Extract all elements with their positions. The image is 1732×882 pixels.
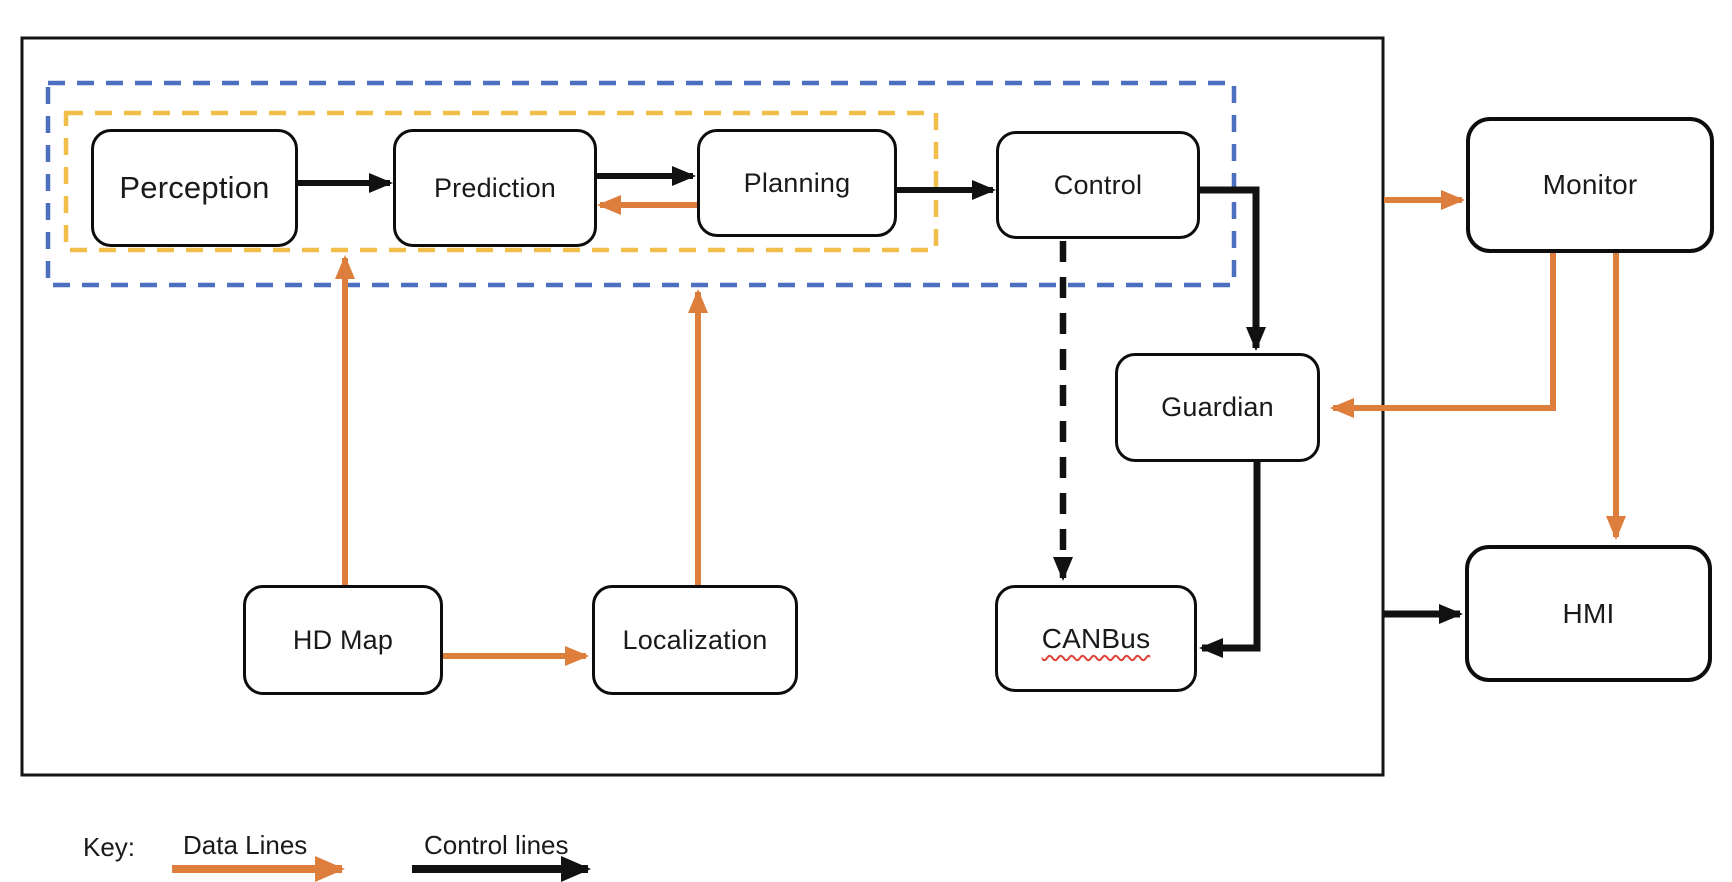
- node-guardian-label: Guardian: [1161, 392, 1274, 422]
- node-monitor: Monitor: [1466, 117, 1714, 253]
- legend-control-lines-label: Control lines: [424, 830, 569, 860]
- node-localization-label: Localization: [622, 624, 768, 655]
- node-prediction: Prediction: [393, 129, 597, 247]
- node-prediction-label: Prediction: [433, 172, 557, 203]
- node-hd-map: HD Map: [243, 585, 443, 695]
- legend-data-lines-label: Data Lines: [183, 830, 308, 860]
- node-perception: Perception: [91, 129, 298, 247]
- node-control: Control: [996, 131, 1200, 239]
- node-monitor-label: Monitor: [1542, 169, 1638, 200]
- node-planning: Planning: [697, 129, 897, 237]
- arrow-monitor-to-guardian: [1330, 253, 1556, 418]
- arrow-guardian-to-canbus: [1199, 460, 1261, 658]
- node-canbus-label: CANBus: [1041, 622, 1151, 654]
- node-localization: Localization: [592, 585, 798, 695]
- node-hd-map-label: HD Map: [292, 624, 394, 655]
- node-guardian: Guardian: [1115, 353, 1320, 462]
- legend-title: Key:: [83, 832, 136, 862]
- node-hmi: HMI: [1465, 545, 1712, 682]
- node-hmi-label: HMI: [1562, 597, 1615, 629]
- node-canbus: CANBus: [995, 585, 1197, 692]
- node-planning-label: Planning: [743, 167, 851, 198]
- node-perception-label: Perception: [119, 170, 270, 205]
- node-control-label: Control: [1053, 169, 1143, 200]
- arrow-control-to-guardian: [1200, 186, 1266, 351]
